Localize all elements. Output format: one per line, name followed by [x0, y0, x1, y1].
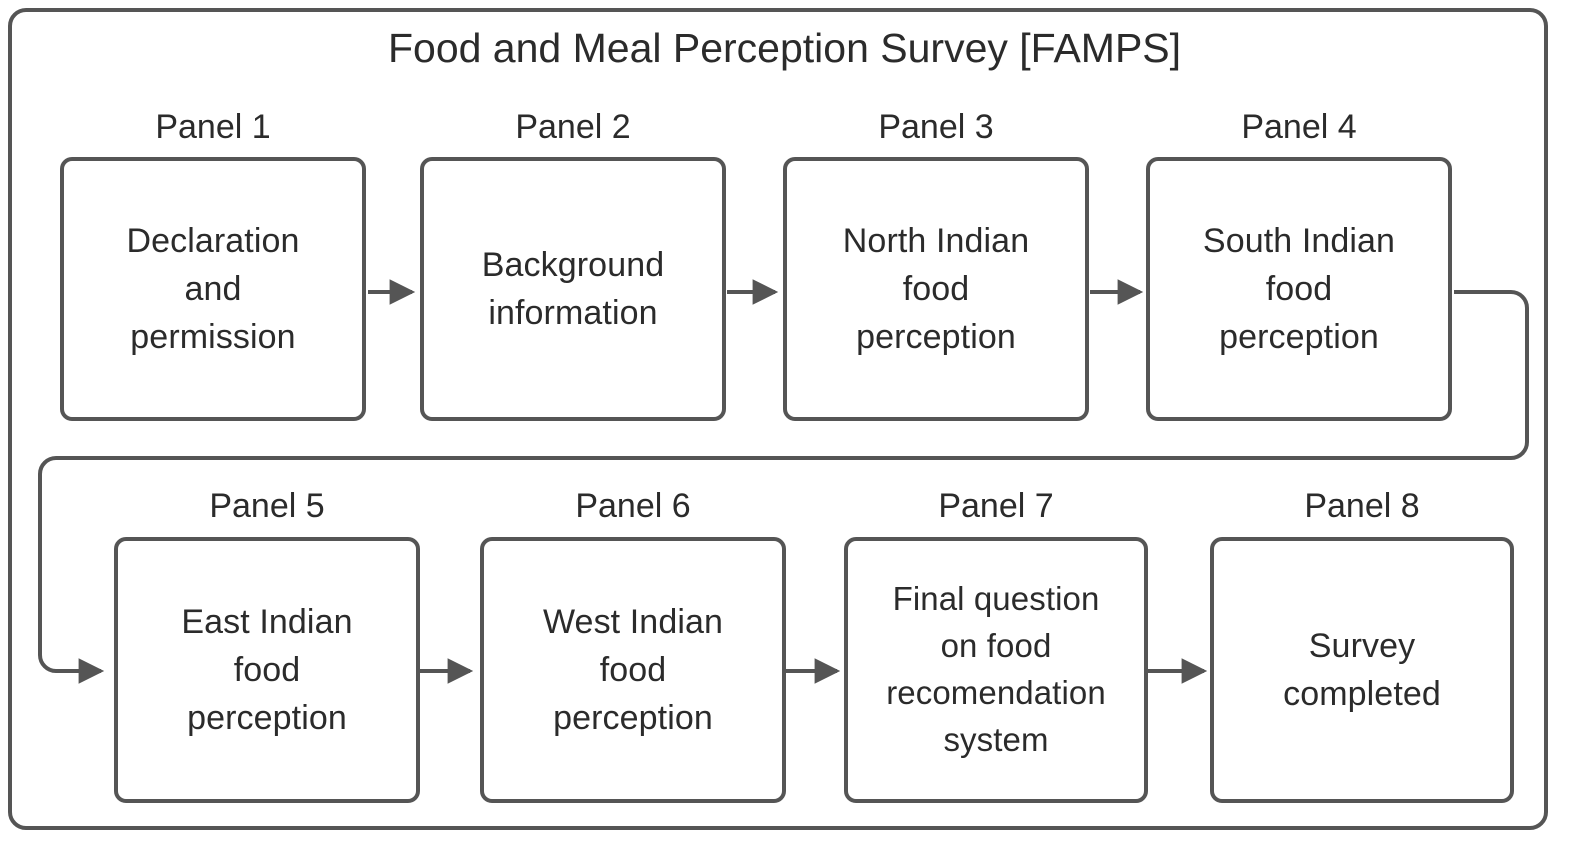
- panel-label-6: Panel 6: [575, 487, 691, 525]
- panel-node-3-text: North Indian food perception: [842, 221, 1030, 357]
- panel-node-2[interactable]: Background information: [420, 157, 726, 421]
- outer-container-border: [8, 8, 1548, 830]
- panel-node-8[interactable]: Survey completed: [1210, 537, 1514, 803]
- panel-label-8: Panel 8: [1304, 487, 1420, 525]
- panel-node-5[interactable]: East Indian food perception: [114, 537, 420, 803]
- panel-node-3[interactable]: North Indian food perception: [783, 157, 1089, 421]
- panel-node-5-text: East Indian food perception: [181, 602, 353, 738]
- panel-node-8-text: Survey completed: [1283, 626, 1441, 713]
- connector-p4-p5: [38, 290, 1529, 684]
- panel-node-7[interactable]: Final question on food recomendation sys…: [844, 537, 1148, 803]
- panel-node-7-text: Final question on food recomendation sys…: [886, 580, 1106, 758]
- panel-label-2: Panel 2: [515, 108, 631, 146]
- panel-node-6[interactable]: West Indian food perception: [480, 537, 786, 803]
- panel-node-6-text: West Indian food perception: [542, 602, 723, 738]
- panel-label-1: Panel 1: [155, 108, 271, 146]
- panel-node-1-text: Declaration and permission: [126, 221, 300, 357]
- diagram-title: Food and Meal Perception Survey [FAMPS]: [387, 25, 1182, 71]
- panel-label-4: Panel 4: [1241, 108, 1357, 146]
- panel-label-3: Panel 3: [878, 108, 994, 146]
- panel-node-1[interactable]: Declaration and permission: [60, 157, 366, 421]
- panel-node-4[interactable]: South Indian food perception: [1146, 157, 1452, 421]
- panel-label-7: Panel 7: [938, 487, 1054, 525]
- panel-node-4-text: South Indian food perception: [1202, 221, 1396, 357]
- panel-label-5: Panel 5: [209, 487, 325, 525]
- panel-node-2-text: Background information: [481, 245, 665, 332]
